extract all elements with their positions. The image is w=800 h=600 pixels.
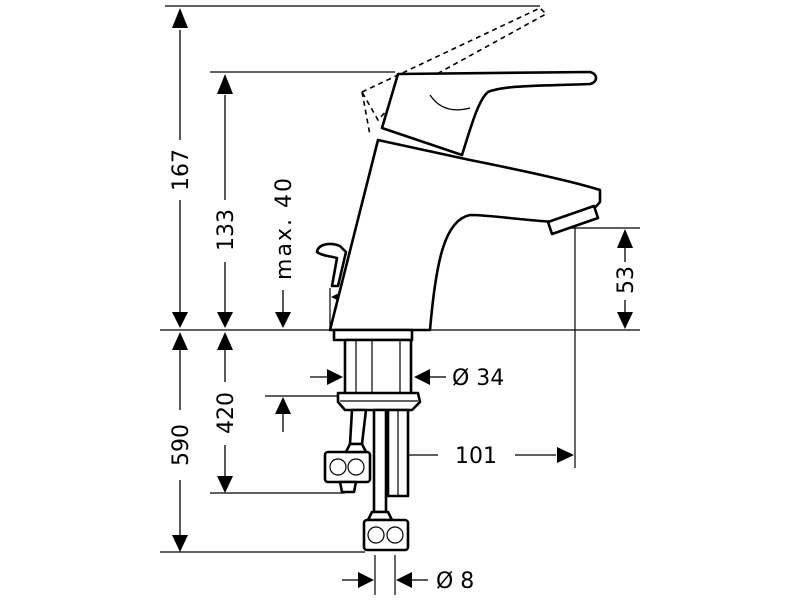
label-53: 53 xyxy=(614,266,639,294)
label-diameter-8: Ø 8 xyxy=(436,569,474,594)
arrow-up-icon xyxy=(217,74,233,94)
lever-open-outline xyxy=(360,7,548,122)
label-diameter-34: Ø 34 xyxy=(452,366,504,391)
arrow-down-icon xyxy=(275,312,291,328)
arrow-up-icon xyxy=(172,332,188,350)
dimension-max-lift: max. 40 xyxy=(272,176,297,328)
arrow-down-icon xyxy=(217,312,233,328)
arrow-up-icon xyxy=(617,229,633,248)
label-max-40: max. 40 xyxy=(272,176,297,280)
dimension-hose-diameter: Ø 8 xyxy=(342,569,474,594)
label-133: 133 xyxy=(214,209,239,251)
arrow-right-icon xyxy=(358,572,374,588)
threaded-shank xyxy=(343,338,413,396)
spout-nozzle xyxy=(546,204,600,236)
dimension-spout-clearance: 53 xyxy=(614,229,639,329)
arrow-right-icon xyxy=(557,447,574,463)
left-hose xyxy=(348,408,368,446)
dimension-nut-offset xyxy=(275,397,291,432)
arrow-down-icon xyxy=(172,312,188,328)
arrow-left-icon xyxy=(396,572,412,588)
arrow-left-icon xyxy=(414,369,430,385)
label-420: 420 xyxy=(214,392,239,434)
dimension-height-total: 167 xyxy=(169,8,194,328)
arrow-down-icon xyxy=(172,535,188,552)
base-plate xyxy=(332,328,414,342)
arrow-up-icon xyxy=(172,8,188,28)
label-101: 101 xyxy=(455,444,497,469)
arrow-down-icon xyxy=(217,476,233,493)
faucet-spout xyxy=(328,138,602,332)
dimension-shank-diameter: Ø 34 xyxy=(310,366,504,391)
label-590: 590 xyxy=(169,424,194,466)
under-sink-assembly xyxy=(323,338,422,552)
arrow-up-icon xyxy=(217,332,233,350)
arrow-up-icon xyxy=(275,397,291,414)
popup-rod xyxy=(315,242,348,288)
lever-handle xyxy=(380,70,598,157)
faucet-body xyxy=(315,7,602,342)
dimension-rod-length: 420 xyxy=(214,332,239,493)
bottom-hose-fitting xyxy=(362,518,410,552)
dimension-height-spout: 133 xyxy=(214,74,239,328)
dimension-hose-length: 590 xyxy=(169,332,194,552)
label-167: 167 xyxy=(169,149,194,191)
arrow-right-icon xyxy=(327,369,343,385)
dimension-reach: 101 xyxy=(381,444,574,469)
right-hose xyxy=(372,408,388,514)
arrow-down-icon xyxy=(617,312,633,329)
